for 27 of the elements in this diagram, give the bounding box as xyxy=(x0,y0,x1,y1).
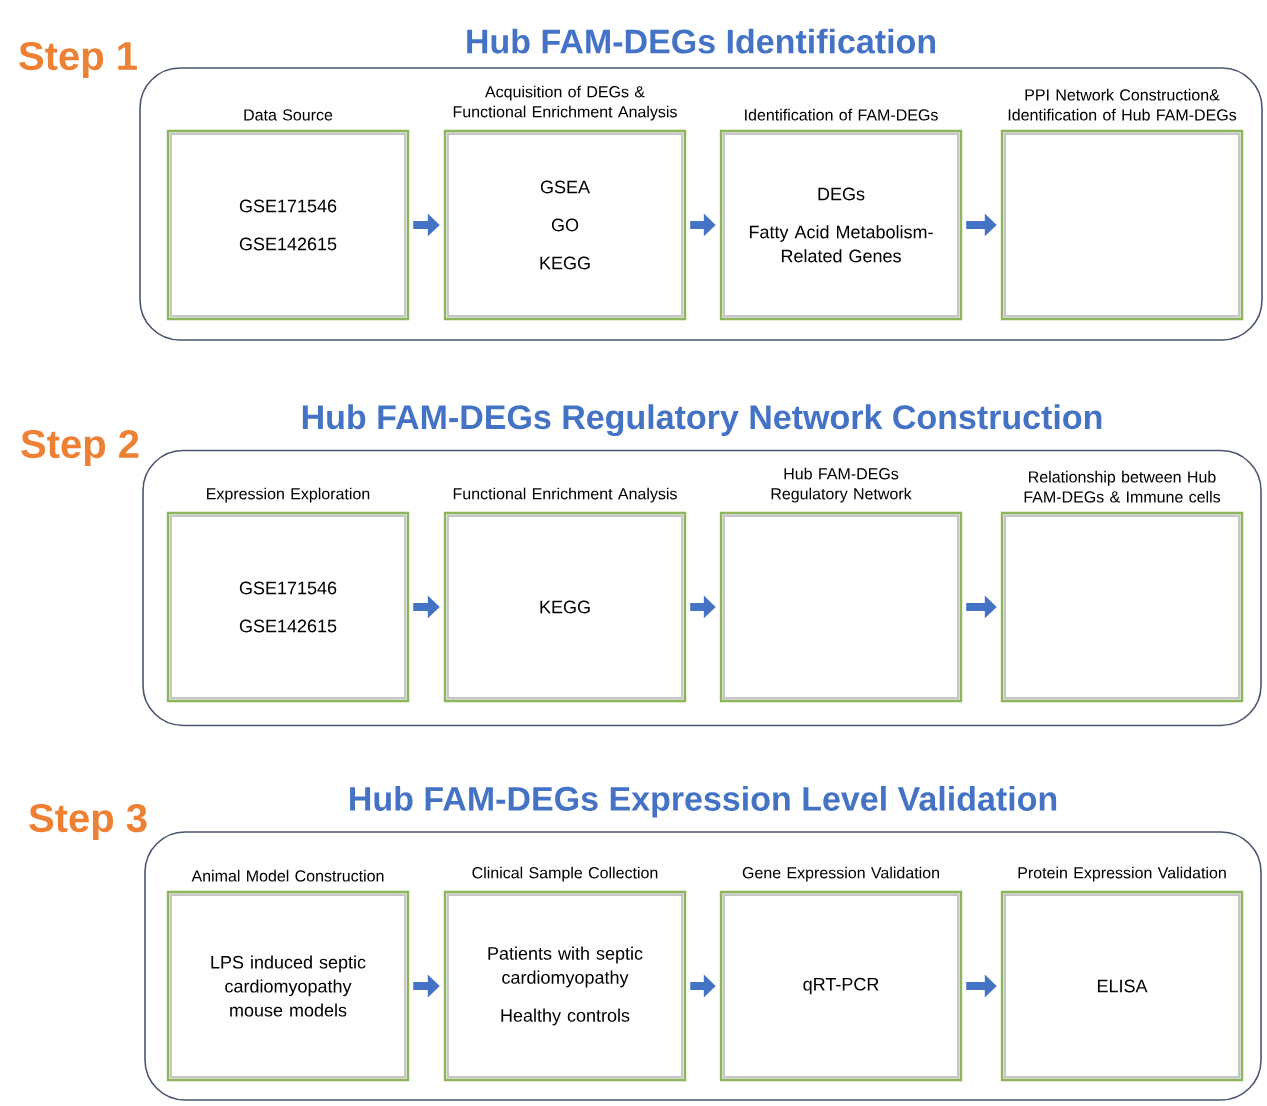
step-heading: Expression Exploration xyxy=(207,487,370,503)
process-box: ELISA xyxy=(1000,890,1244,1082)
section-title: Hub FAM-DEGs Expression Level Validation xyxy=(350,785,1057,818)
step-heading: Hub FAM-DEGs Regulatory Network xyxy=(771,467,912,503)
step-heading: Data Source xyxy=(244,109,333,121)
process-box: GSE171546 GSE142615 xyxy=(166,511,410,703)
step-heading: Identification of FAM-DEGs xyxy=(745,108,938,121)
step-label: Step 2 xyxy=(21,429,139,467)
step-label: Step 1 xyxy=(19,41,137,79)
process-box: GSE171546 GSE142615 xyxy=(166,129,410,321)
process-box: Patients with septic cardiomyopathy Healthy controls xyxy=(443,890,687,1082)
step-heading: Gene Expression Validation xyxy=(742,866,939,882)
step-label: Step 3 xyxy=(29,803,147,841)
step-heading: Acquisition of DEGs & Functional Enrichment Analysis xyxy=(453,85,677,121)
process-box: LPS induced septic cardiomyopathy mouse models xyxy=(166,890,410,1082)
step-heading: Functional Enrichment Analysis xyxy=(453,487,677,503)
process-box: GSEA GO KEGG xyxy=(443,129,687,321)
step-heading: Protein Expression Validation xyxy=(1018,866,1226,882)
section-title: Hub FAM-DEGs Identification xyxy=(467,28,935,54)
step-heading: Relationship between Hub FAM-DEGs & Immune cells xyxy=(1024,470,1221,503)
step-heading: PPI Network Construction& Identification of Hub FAM-DEGs xyxy=(1008,88,1237,121)
process-box: KEGG xyxy=(443,511,687,703)
step-heading: Clinical Sample Collection xyxy=(472,866,658,882)
section-title: Hub FAM-DEGs Regulatory Network Construction xyxy=(302,404,1102,437)
process-box: DEGs Fatty Acid Metabolism-Related Genes xyxy=(719,129,963,321)
step-heading: Animal Model Construction xyxy=(191,869,384,882)
process-box: qRT-PCR xyxy=(719,890,963,1082)
